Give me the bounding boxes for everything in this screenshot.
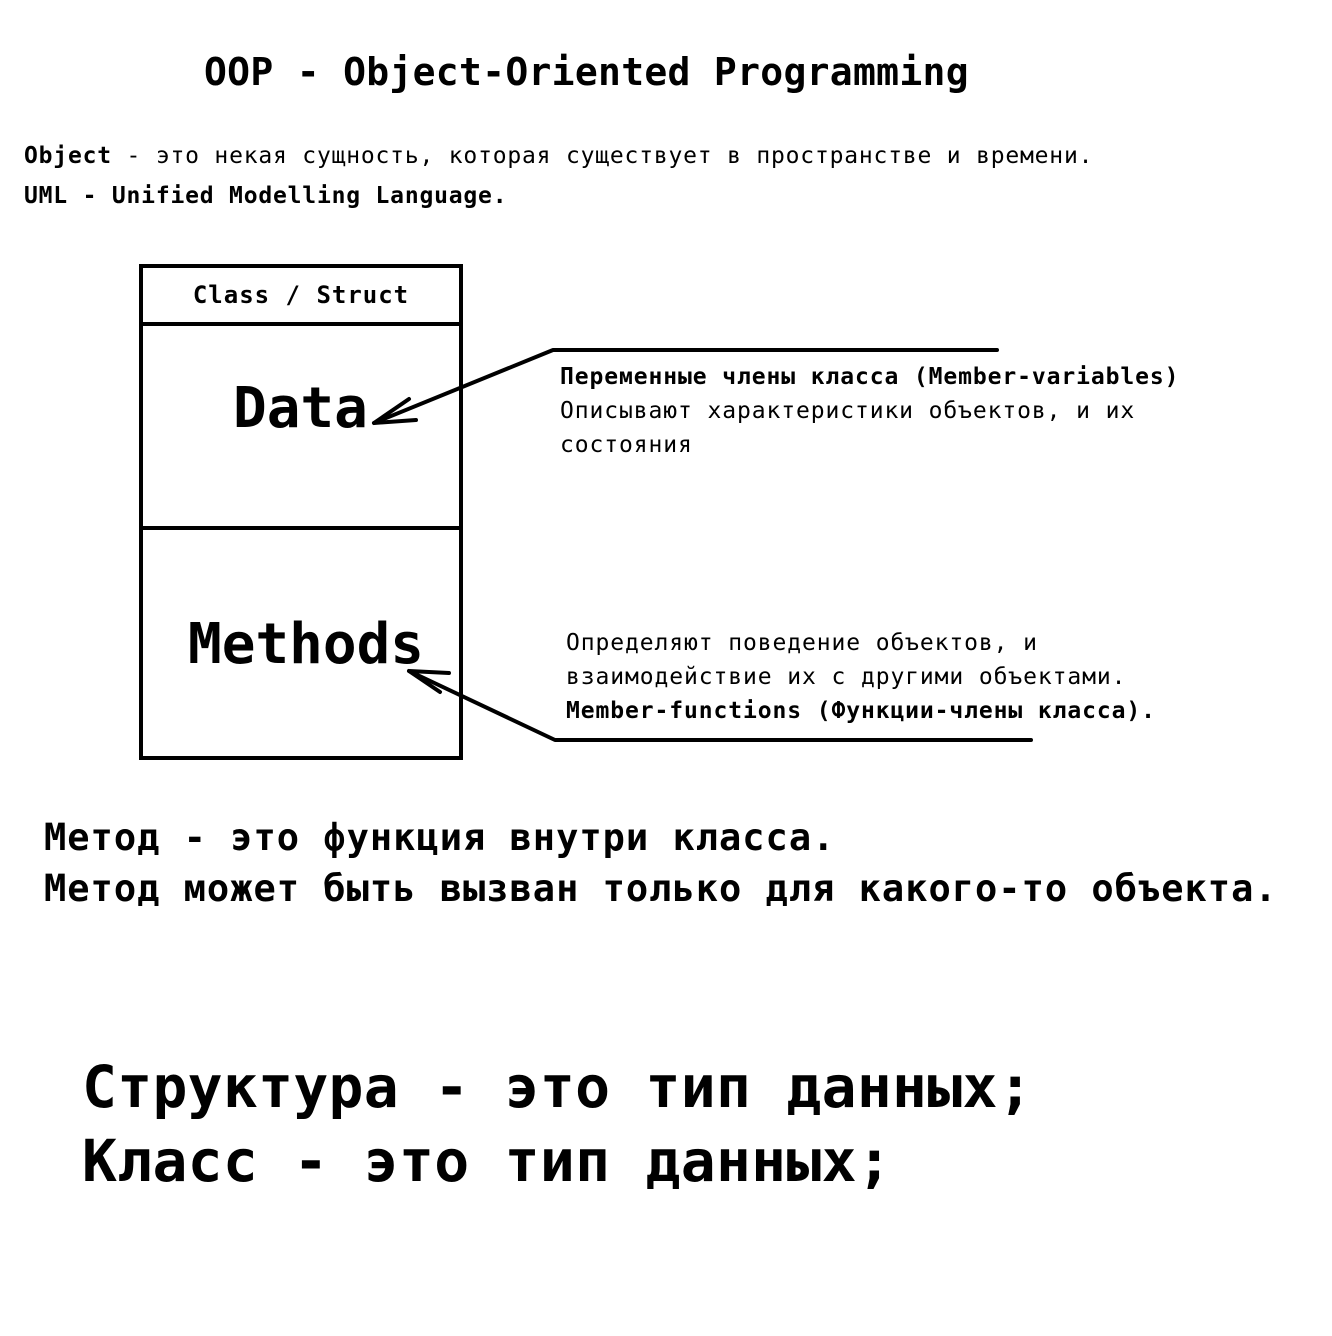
uml-class-diagram: Class / Struct Data Methods (139, 264, 463, 760)
uml-methods-section: Methods (143, 530, 459, 756)
type-statement-line: Структура - это тип данных; (82, 1053, 1033, 1121)
page-title: OOP - Object-Oriented Programming (204, 50, 969, 94)
methods-note-line: Определяют поведение объектов, и (566, 630, 1038, 656)
method-statement-line: Метод - это функция внутри класса. (44, 816, 836, 859)
type-statement-line: Класс - это тип данных; (82, 1127, 893, 1195)
uml-class-header: Class / Struct (143, 268, 459, 326)
object-definition-text: - это некая сущность, которая существует… (111, 143, 1094, 169)
data-note-line: состояния (560, 432, 693, 458)
methods-note-heading: Member-functions (Функции-члены класса). (566, 698, 1156, 724)
data-callout-note: Переменные члены класса (Member-variable… (560, 360, 1179, 462)
uml-definition: UML - Unified Modelling Language. (24, 183, 508, 209)
type-statements: Структура - это тип данных;Класс - это т… (82, 1050, 1033, 1198)
uml-data-label: Data (233, 376, 368, 441)
data-note-heading: Переменные члены класса (Member-variable… (560, 364, 1180, 390)
method-statements: Метод - это функция внутри класса. Метод … (44, 812, 1278, 914)
methods-callout-note: Определяют поведение объектов, и взаимоде… (566, 626, 1156, 728)
object-term: Object (24, 143, 112, 169)
uml-data-section: Data (143, 326, 459, 530)
methods-note-line: взаимодействие их с другими объектами. (566, 664, 1127, 690)
data-note-line: Описывают характеристики объектов, и их (560, 398, 1136, 424)
uml-methods-label: Methods (188, 612, 425, 677)
method-statement-line: Метод может быть вызван только для каког… (44, 867, 1278, 910)
object-definition: Object - это некая сущность, которая сущ… (24, 143, 1093, 169)
